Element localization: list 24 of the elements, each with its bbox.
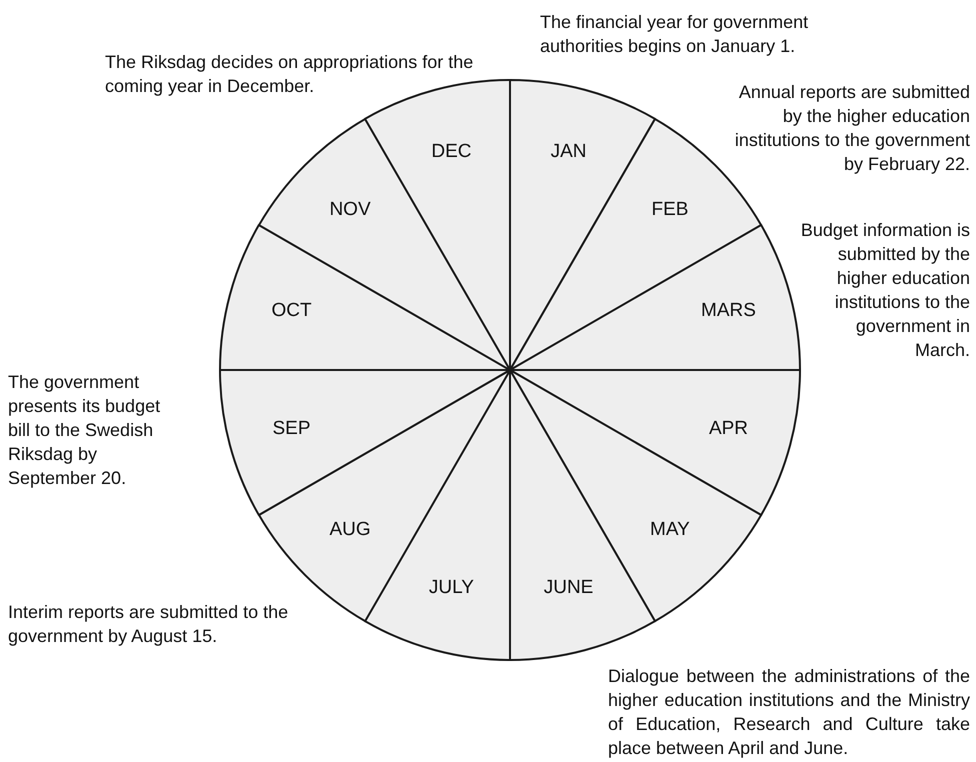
annotation-text: The financial year for government authorities begins on January 1.	[540, 11, 810, 58]
month-segment	[258, 370, 510, 622]
month-label: MAY	[650, 518, 690, 541]
annotation-text: The Riksdag decides on appropriations for the coming year in December.	[105, 51, 474, 98]
month-label: AUG	[329, 518, 371, 541]
month-label: JULY	[428, 577, 474, 600]
annotation-text: Dialogue between the administrations of the higher education institutions and the Ministry of Education, Research and Culture take place between April and June.	[608, 665, 970, 760]
annotation-text: Annual reports are submitted by the higher education institutions to the government by February 22.	[734, 81, 970, 176]
month-segment	[510, 370, 762, 622]
annotation-text: The government presents its budget bill to the Swedish Riksdag by September 20.	[8, 371, 162, 490]
month-label: SEP	[272, 418, 311, 440]
month-label: JUNE	[544, 577, 594, 600]
annotation-text: Interim reports are submitted to the government by August 15.	[8, 601, 290, 648]
month-label: OCT	[271, 300, 312, 322]
month-label: APR	[708, 418, 748, 440]
month-label: DEC	[431, 140, 472, 162]
month-label: NOV	[329, 199, 371, 222]
month-segment	[258, 118, 510, 370]
annotation-text: Budget information is submitted by the higher education institutions to the government in March.	[800, 219, 970, 362]
month-label: MARS	[701, 300, 756, 322]
month-segment	[510, 225, 800, 370]
month-segment	[220, 370, 510, 515]
month-label: JAN	[550, 140, 586, 162]
month-label: FEB	[651, 199, 688, 222]
